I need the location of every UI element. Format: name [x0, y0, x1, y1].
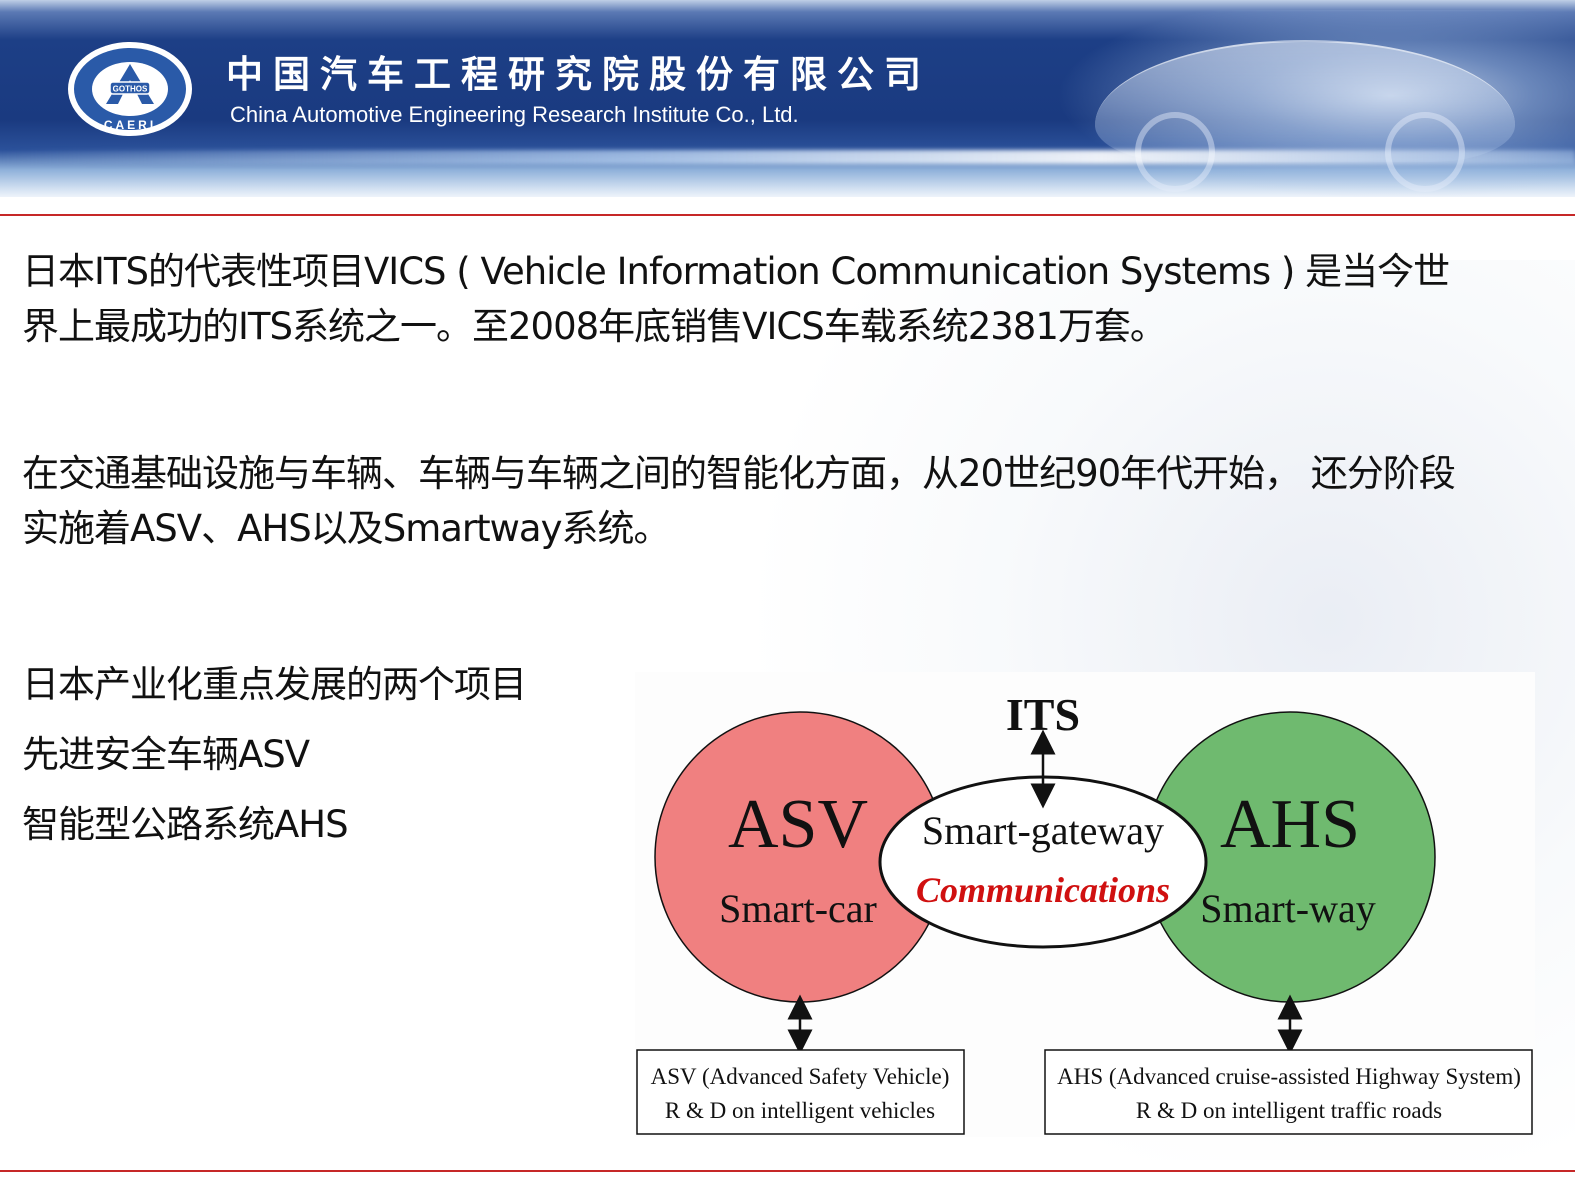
top-divider: [0, 214, 1575, 216]
logo-badge-text: GOTHOS: [113, 85, 148, 94]
asv-box-line2: R & D on intelligent vehicles: [665, 1098, 935, 1123]
asv-title: ASV: [728, 786, 868, 863]
its-diagram-svg: ITS ASV Smart-car AHS Smart-way Smart-ga…: [636, 689, 1533, 1135]
paragraph-line: 界上最成功的ITS系统之一。至2008年底销售VICS车载系统2381万套。: [22, 305, 1167, 348]
ahs-title: AHS: [1220, 786, 1360, 863]
company-name-en: China Automotive Engineering Research In…: [230, 102, 799, 127]
paragraph-vics: 日本ITS的代表性项目VICS ( Vehicle Information Co…: [22, 244, 1450, 354]
company-name-cn: 中国汽车工程研究院股份有限公司: [226, 52, 931, 96]
paragraph-smartway: 在交通基础设施与车辆、车辆与车辆之间的智能化方面，从20世纪90年代开始， 还分…: [22, 446, 1456, 556]
asv-subtitle: Smart-car: [719, 886, 877, 931]
header-banner: GOTHOS CAERI 中国汽车工程研究院股份有限公司 China Autom…: [0, 0, 1575, 197]
smart-gateway-ellipse: [878, 775, 1208, 949]
communications-label: Communications: [916, 870, 1170, 910]
asv-description-box: [636, 1049, 965, 1135]
paragraph-projects: 日本产业化重点发展的两个项目 先进安全车辆ASV 智能型公路系统AHS: [22, 650, 527, 860]
its-diagram: ITS ASV Smart-car AHS Smart-way Smart-ga…: [635, 672, 1535, 1137]
banner-light-streak: [0, 150, 1575, 164]
ahs-box-line1: AHS (Advanced cruise-assisted Highway Sy…: [1057, 1064, 1521, 1089]
ahs-box-line2: R & D on intelligent traffic roads: [1136, 1098, 1442, 1123]
ahs-description-box: [1044, 1049, 1533, 1135]
paragraph-line: 先进安全车辆ASV: [22, 733, 310, 776]
smart-gateway-title: Smart-gateway: [922, 808, 1164, 853]
paragraph-line: 实施着ASV、AHS以及Smartway系统。: [22, 507, 670, 550]
asv-box-line1: ASV (Advanced Safety Vehicle): [651, 1064, 950, 1089]
caeri-logo: GOTHOS CAERI: [68, 42, 192, 136]
paragraph-line: 日本ITS的代表性项目VICS ( Vehicle Information Co…: [22, 250, 1450, 293]
paragraph-line: 智能型公路系统AHS: [22, 803, 349, 846]
ahs-subtitle: Smart-way: [1200, 886, 1376, 931]
bottom-divider: [0, 1170, 1575, 1172]
its-label: ITS: [1006, 689, 1080, 740]
paragraph-line: 日本产业化重点发展的两个项目: [22, 663, 527, 706]
paragraph-line: 在交通基础设施与车辆、车辆与车辆之间的智能化方面，从20世纪90年代开始， 还分…: [22, 452, 1456, 495]
logo-acronym: CAERI: [104, 118, 156, 132]
